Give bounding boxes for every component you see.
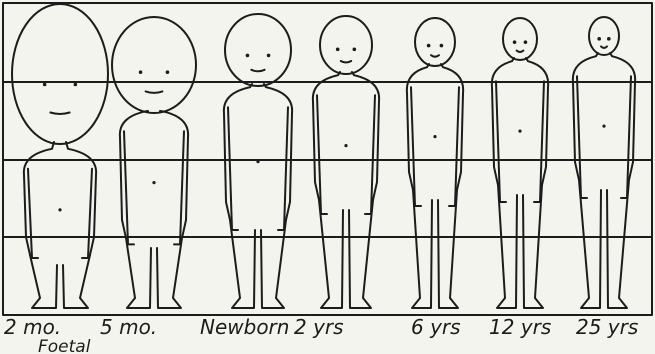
legs-outline (579, 180, 629, 308)
legs-outline (412, 190, 458, 308)
torso-outline (120, 111, 188, 238)
navel (602, 125, 605, 128)
navel (433, 135, 436, 138)
group-label-foetal: Foetal (38, 337, 91, 354)
eye (353, 48, 357, 52)
figures-layer (12, 4, 635, 308)
figure (313, 16, 379, 308)
torso-outline (492, 58, 548, 185)
figure-label: Newborn (200, 315, 289, 339)
labels-layer: 2 mo. 5 mo. Newborn 2 yrs 6 yrs 12 yrs 2… (4, 315, 638, 354)
navel (344, 144, 347, 147)
legs-outline (319, 200, 373, 308)
eye (427, 44, 431, 48)
torso-outline (313, 72, 379, 200)
arm-right (82, 169, 92, 258)
head (589, 17, 619, 55)
arm-right (174, 131, 184, 244)
arm-left (228, 107, 238, 230)
figure (12, 4, 108, 308)
head (112, 17, 196, 113)
eye (139, 70, 143, 74)
mouth (431, 55, 439, 57)
legs-outline (30, 255, 90, 308)
arm-right (278, 107, 288, 230)
eye (336, 48, 340, 52)
eye (524, 40, 528, 44)
mouth (251, 70, 264, 72)
eye (607, 37, 611, 41)
mouth (146, 91, 163, 93)
navel (152, 181, 155, 184)
head (12, 4, 108, 144)
eye (440, 44, 444, 48)
mouth (601, 46, 607, 48)
figure (407, 18, 463, 308)
legs-outline (230, 220, 286, 308)
figure (112, 17, 196, 308)
eye (166, 70, 170, 74)
navel (58, 208, 61, 211)
eye (43, 83, 47, 87)
eye (74, 83, 78, 87)
figure (492, 18, 548, 308)
figure-label: 12 yrs (489, 315, 551, 339)
arm-left (124, 131, 134, 244)
figure-label: 5 mo. (100, 315, 157, 339)
legs-outline (126, 238, 182, 308)
navel (518, 130, 521, 133)
torso-outline (224, 84, 292, 220)
figure-label: 25 yrs (576, 315, 638, 339)
eye (513, 40, 517, 44)
arm-left (28, 169, 38, 258)
figure-label: 2 mo. (4, 315, 61, 339)
torso-outline (24, 142, 96, 255)
mouth (50, 113, 69, 115)
legs-outline (497, 185, 543, 308)
eye (597, 37, 601, 41)
mouth (341, 61, 351, 63)
figure-label: 2 yrs (294, 315, 344, 339)
head (320, 16, 372, 74)
eye (267, 54, 271, 58)
mouth (517, 51, 524, 53)
eye (246, 54, 250, 58)
figure (573, 17, 635, 308)
head (225, 14, 291, 86)
navel (256, 160, 259, 163)
figure-label: 6 yrs (411, 315, 461, 339)
head (415, 18, 455, 66)
head (503, 18, 537, 60)
